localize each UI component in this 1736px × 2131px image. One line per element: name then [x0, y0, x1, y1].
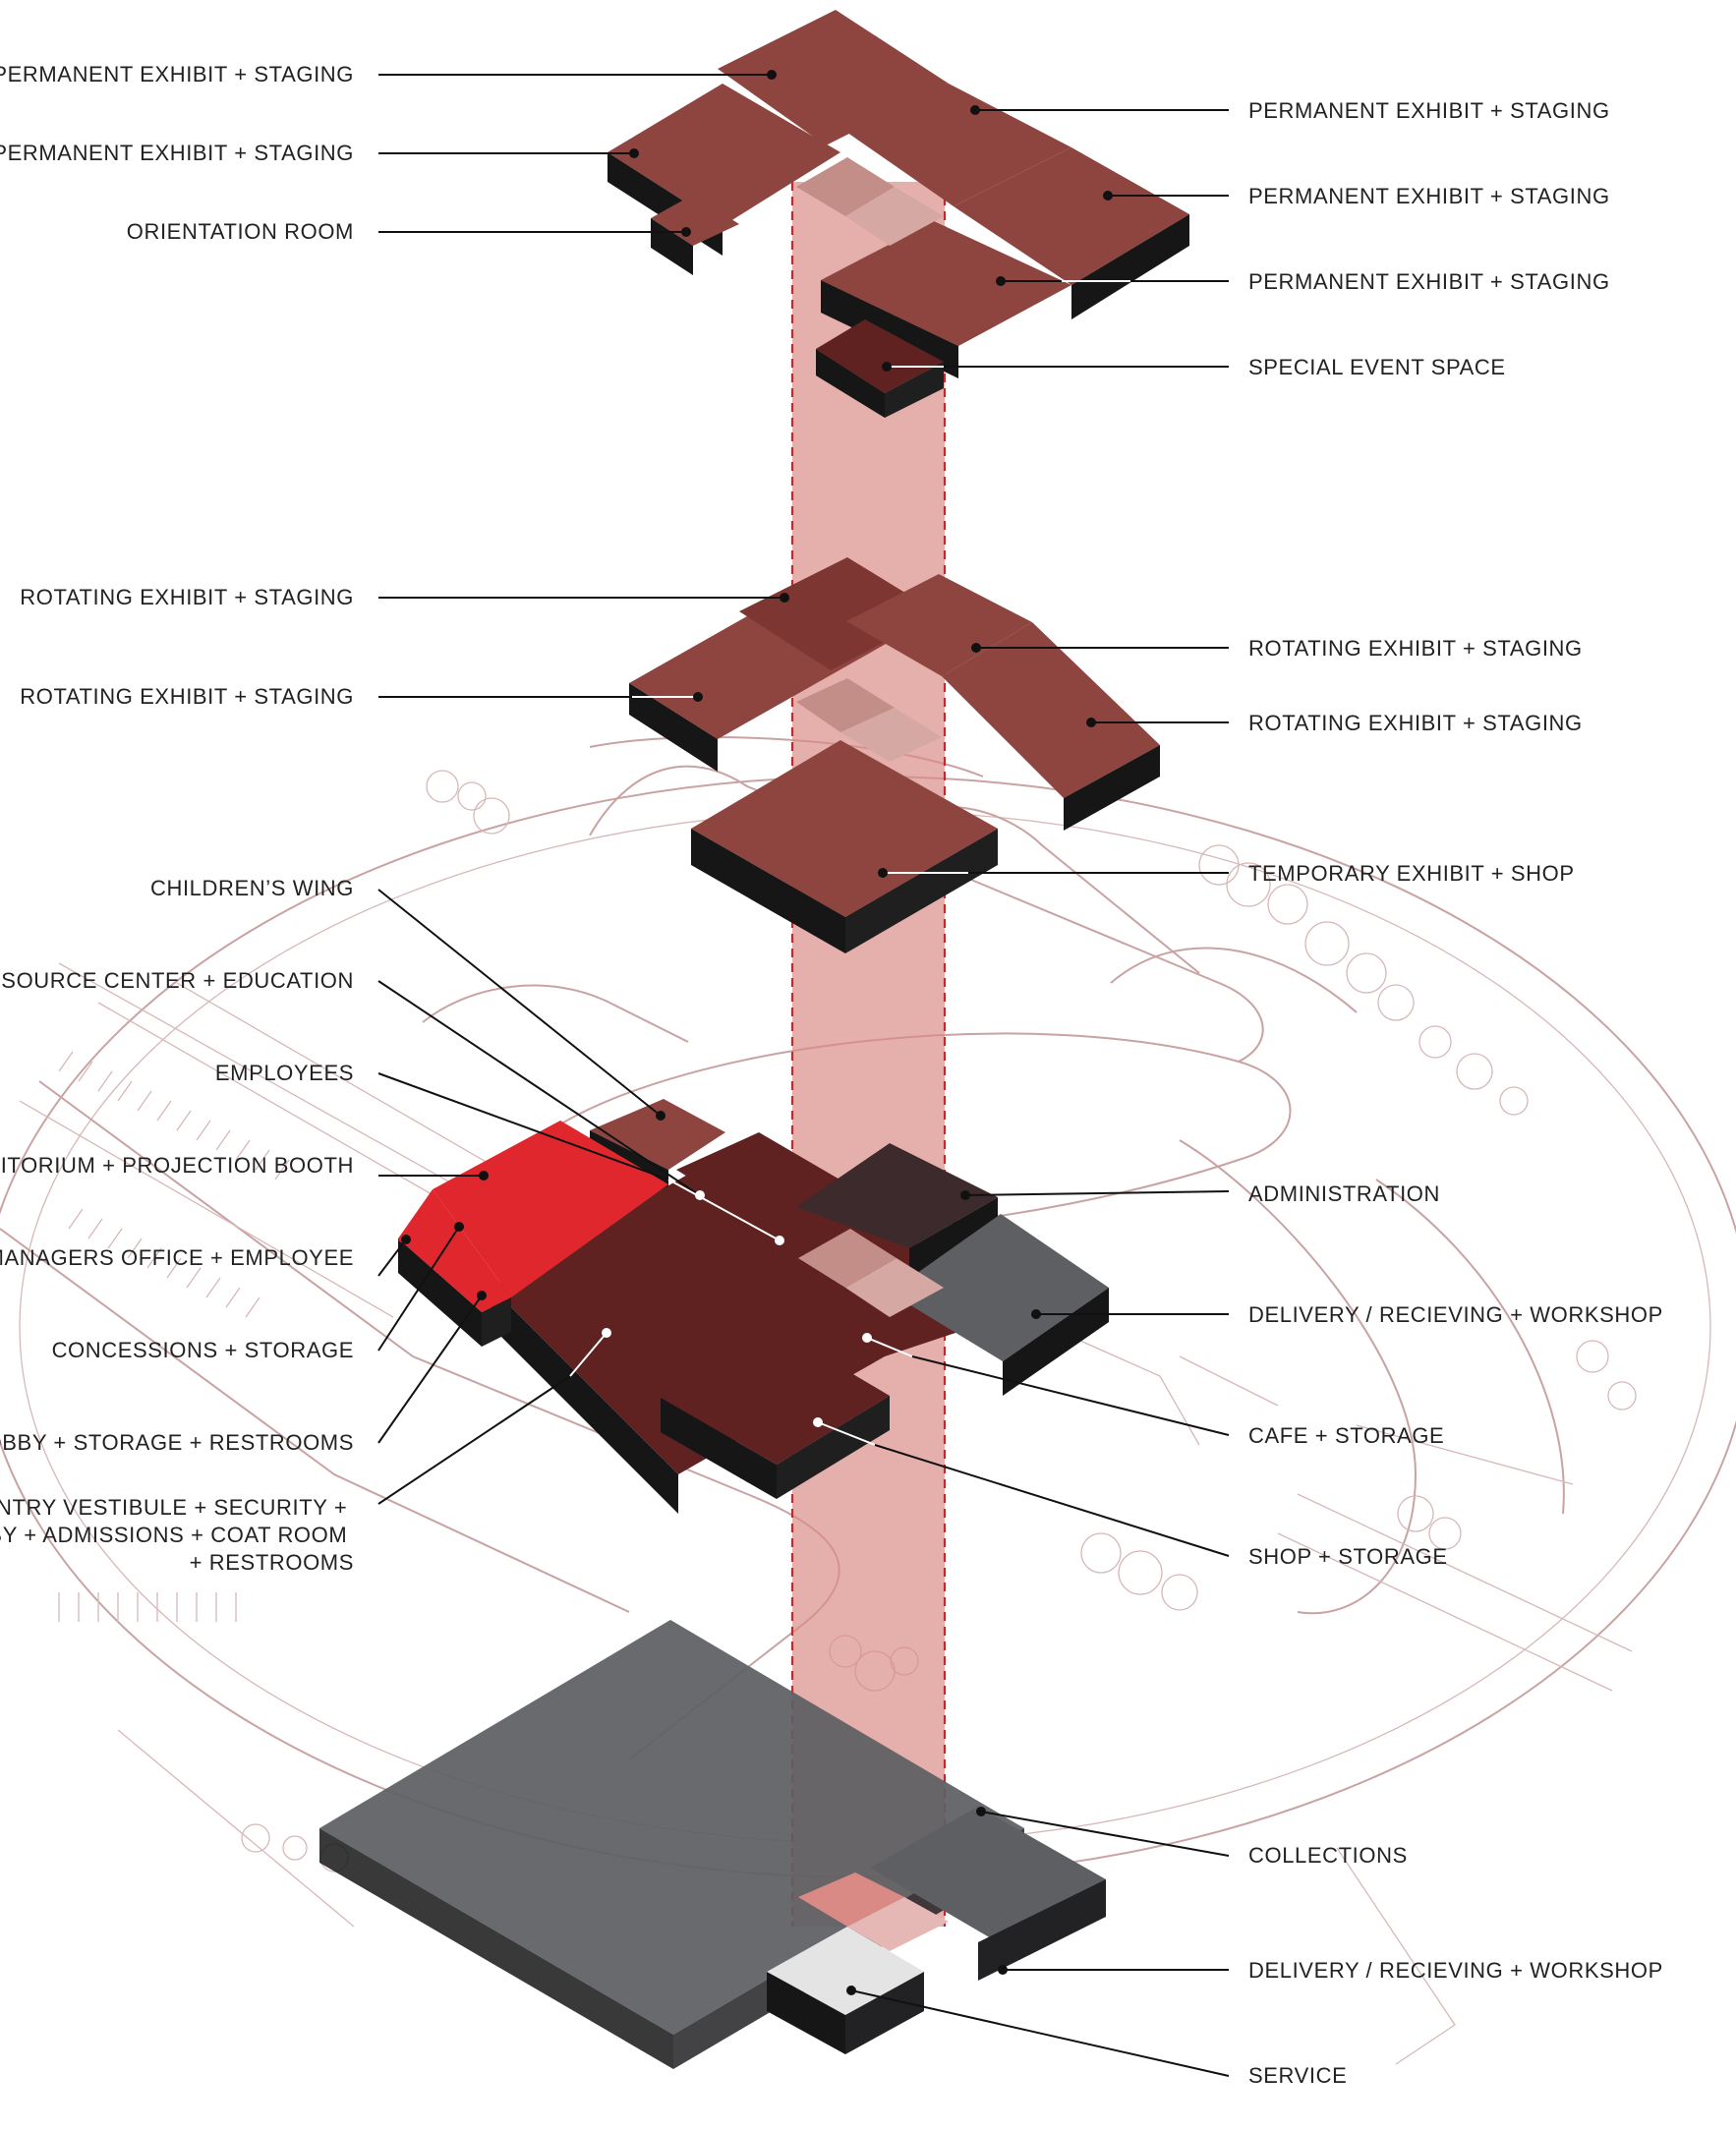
upper-right-label: PERMANENT EXHIBIT + STAGING — [1248, 98, 1610, 123]
ground-left-label: MANAGERS OFFICE + EMPLOYEE — [0, 1245, 354, 1270]
middle-right-label: TEMPORARY EXHIBIT + SHOP — [1248, 861, 1575, 886]
ground-right-label: ADMINISTRATION — [1248, 1181, 1440, 1206]
middle-level-block — [629, 557, 1160, 953]
basement-right-label: COLLECTIONS — [1248, 1843, 1408, 1868]
middle-left-label: ROTATING EXHIBIT + STAGING — [20, 585, 354, 609]
ground-level-block — [398, 1099, 1109, 1514]
ground-left-label: RESOURCE CENTER + EDUCATION — [0, 968, 354, 993]
ground-right-label: CAFE + STORAGE — [1248, 1423, 1444, 1448]
upper-right-label: PERMANENT EXHIBIT + STAGING — [1248, 184, 1610, 208]
upper-level-block — [608, 10, 1189, 418]
ground-left-label: LOBBY + STORAGE + RESTROOMS — [0, 1430, 354, 1455]
basement-right-label: DELIVERY / RECIEVING + WORKSHOP — [1248, 1958, 1663, 1983]
entry-label-line: + RESTROOMS — [190, 1550, 354, 1575]
ground-right-label: DELIVERY / RECIEVING + WORKSHOP — [1248, 1302, 1663, 1327]
ground-left-label: CONCESSIONS + STORAGE — [52, 1338, 354, 1362]
middle-left-label: ROTATING EXHIBIT + STAGING — [20, 684, 354, 709]
upper-left-label: PERMANENT EXHIBIT + STAGING — [0, 141, 354, 165]
upper-left-label: ORIENTATION ROOM — [127, 219, 354, 244]
ground-right-label: SHOP + STORAGE — [1248, 1544, 1448, 1569]
upper-right-label: PERMANENT EXHIBIT + STAGING — [1248, 269, 1610, 294]
entry-label-line: ENTRY VESTIBULE + SECURITY + — [0, 1495, 347, 1520]
vertical-circulation-void — [792, 182, 945, 1927]
basement-level-block — [319, 1620, 1106, 2069]
upper-right-label: SPECIAL EVENT SPACE — [1248, 355, 1506, 379]
middle-right-label: ROTATING EXHIBIT + STAGING — [1248, 636, 1583, 661]
ground-left-label: EMPLOYEES — [215, 1061, 354, 1085]
entry-label-line: LOBBY + ADMISSIONS + COAT ROOM — [0, 1523, 347, 1547]
upper-left-label: PERMANENT EXHIBIT + STAGING — [0, 62, 354, 86]
middle-right-label: ROTATING EXHIBIT + STAGING — [1248, 711, 1583, 735]
ground-left-label-multiline: ENTRY VESTIBULE + SECURITY + LOBBY + ADM… — [0, 1495, 354, 1575]
ground-left-label: CHILDREN’S WING — [150, 876, 354, 900]
basement-right-label: SERVICE — [1248, 2063, 1347, 2088]
ground-left-label: AUDITORIUM + PROJECTION BOOTH — [0, 1153, 354, 1178]
